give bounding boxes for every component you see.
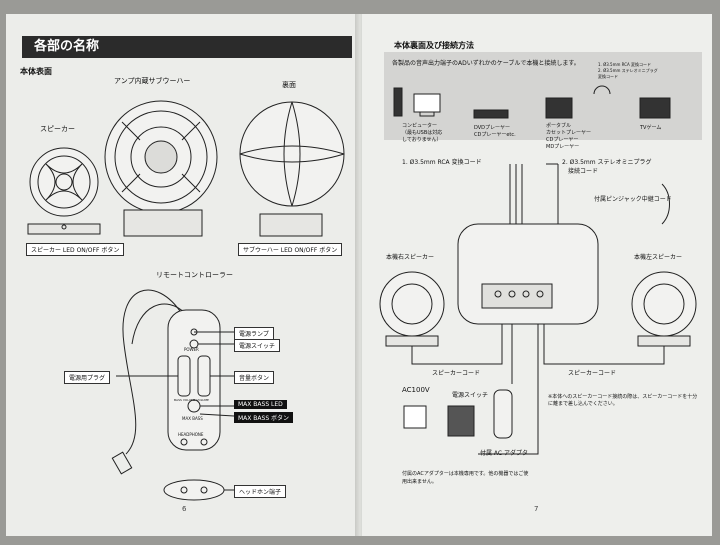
subwoofer-back-drawing xyxy=(458,224,598,324)
speaker-led-button-label: スピーカー LED ON/OFF ボタン xyxy=(26,243,124,256)
remote-power-text: POWER xyxy=(184,347,199,352)
portable-player-icon xyxy=(546,98,572,118)
power-switch-label-right: 電源スイッチ xyxy=(452,390,488,399)
page-number-left: 6 xyxy=(182,505,186,513)
plug-label: 電源用プラグ xyxy=(64,371,110,384)
ac-label: AC100V xyxy=(402,386,430,394)
remote-heading: リモートコントローラー xyxy=(156,270,233,280)
remote-drawing xyxy=(112,290,234,500)
ac-adapter-icon xyxy=(448,406,474,436)
back-drawing xyxy=(240,102,344,236)
speaker-cord-right-label: スピーカーコード xyxy=(568,368,616,377)
cable-note-1: 1. Ø3.5mm RCA 変換コード xyxy=(598,62,651,67)
right-page: 本体裏面及び接続方法 各製品の音声出力端子のADいずれかのケーブルで本機と接続し… xyxy=(362,14,712,536)
tv-icon xyxy=(640,98,670,118)
cable-notes-box: 1. Ø3.5mm RCA 変換コード 2. Ø3.5mm ステレオミニプラグ … xyxy=(598,62,658,80)
device-dvd: DVDプレーヤー CDプレーヤーetc. xyxy=(474,124,516,138)
adapter-note: 付属のACアダプターは本機専用です。他の機器ではご使用出来ません。 xyxy=(402,470,532,486)
power-switch-label: 電源スイッチ xyxy=(234,339,280,352)
dvd-player-icon xyxy=(474,110,508,118)
max-bass-button-label: MAX BASS ボタン xyxy=(234,412,293,423)
remote-volume-text: BASS VOLUME VOLUME xyxy=(174,398,209,402)
left-page: 各部の名称 本体表面 アンプ内蔵サブウーハー 裏面 スピーカー xyxy=(6,14,358,536)
right-speaker-drawing xyxy=(380,272,444,336)
subwoofer-led-button-label: サブウーハー LED ON/OFF ボタン xyxy=(238,243,342,256)
max-bass-led-label: MAX BASS LED xyxy=(234,400,287,409)
headphones-icon xyxy=(594,86,610,94)
subwoofer-drawing xyxy=(105,101,217,236)
left-speaker-drawing xyxy=(632,272,696,336)
cord-note: ※本体へのスピーカーコード接続の際は、スピーカーコードを十分に離まで差し込んでく… xyxy=(548,394,698,408)
ac-outlet-icon xyxy=(404,406,426,428)
remote-maxbass-text: MAX BASS xyxy=(182,416,203,421)
device-portable: ポータブル カセットプレーヤー CDプレーヤー MDプレーヤー xyxy=(546,122,591,150)
volume-button-label: 音量ボタン xyxy=(234,371,274,384)
speaker-drawing xyxy=(28,148,100,234)
cable-2b-label: 接続コード xyxy=(568,166,598,175)
remote-icon xyxy=(494,390,512,438)
cable-1-label: 1. Ø3.5mm RCA 変換コード xyxy=(402,157,482,166)
right-speaker-label: 本機右スピーカー xyxy=(386,252,434,261)
device-computer: コンピューター （最もUSBは対応 しておりません） xyxy=(402,122,442,143)
speaker-cord-left-label: スピーカーコード xyxy=(432,368,480,377)
connection-illustration xyxy=(362,14,712,536)
cable-note-2: 2. Ø3.5mm ステレオミニプラグ 変換コード xyxy=(598,68,658,79)
pin-jack-label: 付属ピンジャック中継コード xyxy=(594,194,672,203)
device-tv: TVゲーム xyxy=(640,124,661,131)
monitor-icon xyxy=(414,94,440,112)
adapter-label: 付属 AC アダプタ xyxy=(480,448,528,457)
headphone-jack-label: ヘッドホン端子 xyxy=(234,485,286,498)
left-speaker-label: 本機左スピーカー xyxy=(634,252,682,261)
page-number-right: 7 xyxy=(534,505,538,513)
cable-2-label: 2. Ø3.5mm ステレオミニプラグ xyxy=(562,157,652,166)
remote-headphone-text: HEADPHONE xyxy=(178,432,203,437)
pin-jack-cable xyxy=(662,184,670,224)
computer-tower-icon xyxy=(394,88,402,116)
